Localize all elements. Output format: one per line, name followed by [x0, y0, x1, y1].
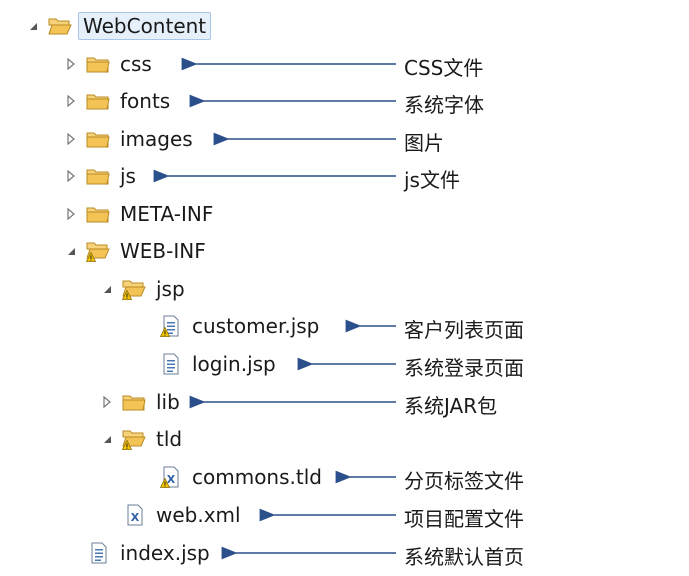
- tree-label: index.jsp: [120, 541, 210, 565]
- tree-row-meta-inf[interactable]: META-INF: [64, 199, 217, 229]
- tree-row-web-inf[interactable]: WEB-INF: [64, 236, 210, 266]
- tree-row-login-jsp[interactable]: login.jsp: [158, 349, 280, 379]
- annotation-fonts: 系统字体: [404, 93, 484, 117]
- tree-row-lib[interactable]: lib: [100, 387, 184, 417]
- tree-label: js: [120, 164, 136, 188]
- tree-label: login.jsp: [192, 352, 276, 376]
- collapsed-arrow-icon[interactable]: [64, 57, 78, 71]
- collapsed-arrow-icon[interactable]: [64, 94, 78, 108]
- collapsed-arrow-icon[interactable]: [100, 395, 114, 409]
- tree-row-tld[interactable]: tld: [100, 424, 186, 454]
- tree-label: WEB-INF: [120, 239, 206, 263]
- tree-label: WebContent: [78, 12, 212, 40]
- annotation-css: CSS文件: [404, 56, 484, 80]
- collapsed-arrow-icon[interactable]: [64, 169, 78, 183]
- tree-label: lib: [156, 390, 180, 414]
- tree-label: tld: [156, 427, 183, 451]
- expanded-arrow-icon[interactable]: [64, 244, 78, 258]
- annotation-web-xml: 项目配置文件: [404, 507, 524, 531]
- tree-row-fonts[interactable]: fonts: [64, 86, 174, 116]
- expanded-arrow-icon[interactable]: [100, 282, 114, 296]
- tree-row-css[interactable]: css: [64, 49, 156, 79]
- tree-label: web.xml: [156, 503, 241, 527]
- tree-row-index-jsp[interactable]: index.jsp: [86, 538, 214, 568]
- tree-label: images: [120, 127, 193, 151]
- annotation-login-jsp: 系统登录页面: [404, 356, 524, 380]
- annotation-images: 图片: [404, 131, 444, 155]
- expanded-arrow-icon[interactable]: [26, 19, 40, 33]
- annotation-js: js文件: [404, 168, 460, 192]
- annotation-index-jsp: 系统默认首页: [404, 545, 524, 569]
- tree-label: META-INF: [120, 202, 214, 226]
- tree-label: css: [120, 52, 152, 76]
- tree-label: fonts: [120, 89, 171, 113]
- tree-row-jsp[interactable]: jsp: [100, 274, 189, 304]
- tree-row-js[interactable]: js: [64, 161, 140, 191]
- collapsed-arrow-icon[interactable]: [64, 207, 78, 221]
- annotation-lib: 系统JAR包: [404, 394, 498, 418]
- tree-row-customer-jsp[interactable]: customer.jsp: [158, 311, 323, 341]
- expanded-arrow-icon[interactable]: [100, 432, 114, 446]
- collapsed-arrow-icon[interactable]: [64, 132, 78, 146]
- tree-row-web-xml[interactable]: web.xml: [122, 500, 245, 530]
- tree-row-webcontent[interactable]: WebContent: [26, 11, 212, 41]
- tree-label: commons.tld: [192, 465, 322, 489]
- tree-row-commons-tld[interactable]: commons.tld: [158, 462, 326, 492]
- annotation-customer-jsp: 客户列表页面: [404, 318, 524, 342]
- annotation-commons-tld: 分页标签文件: [404, 469, 524, 493]
- tree-label: customer.jsp: [192, 314, 320, 338]
- tree-label: jsp: [156, 277, 185, 301]
- tree-row-images[interactable]: images: [64, 124, 197, 154]
